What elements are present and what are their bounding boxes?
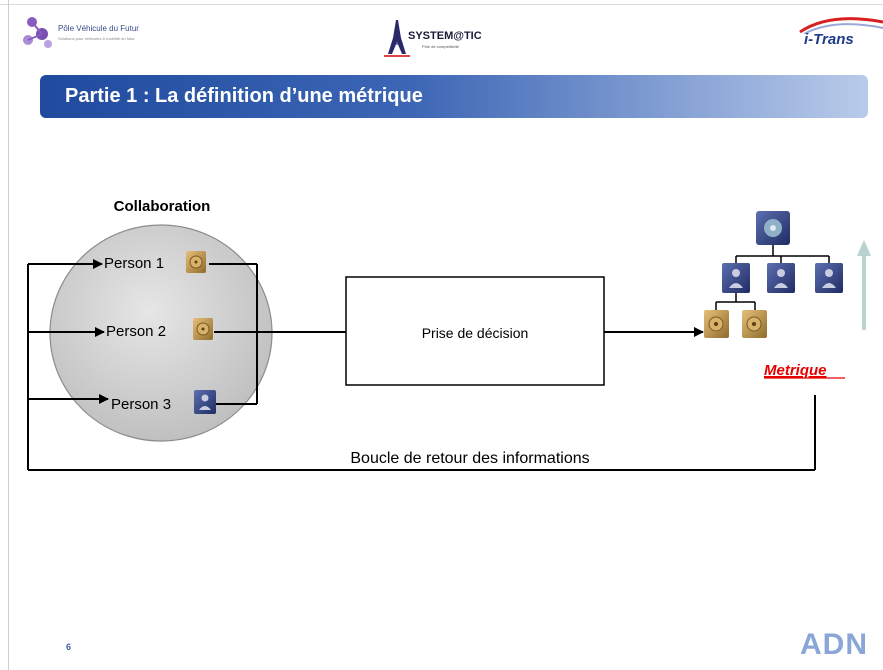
- slide-frame-left: [8, 0, 9, 670]
- systematic-logo-tagline: Pôle de compétitivité: [422, 44, 459, 49]
- slide-title: Partie 1 : La définition d’une métrique: [65, 85, 423, 107]
- slide-frame-top: [0, 4, 883, 5]
- person-2-label: Person 2: [106, 323, 166, 340]
- hierarchy-top-icon: [756, 211, 790, 245]
- adn-logo: ADN: [800, 628, 883, 666]
- decision-box: [345, 276, 605, 386]
- hierarchy-cd-icon-1: [704, 310, 729, 338]
- hierarchy-cd-icon-2: [742, 310, 767, 338]
- pvf-logo-icon: [23, 17, 52, 48]
- adn-logo-name: ADN: [800, 628, 868, 661]
- hierarchy-user-icon-2: [767, 263, 795, 293]
- metric-label: Metrique: [764, 362, 827, 379]
- slide-title-bar: Partie 1 : La définition d’une métrique: [40, 75, 868, 118]
- pvf-logo-name: Pôle Véhicule du Futur: [58, 24, 139, 33]
- eiffel-tower-icon: [384, 20, 410, 57]
- person-3-user-icon: [194, 390, 216, 414]
- itrans-logo-name: i-Trans: [804, 31, 854, 48]
- up-arrow-icon: [857, 240, 871, 330]
- systematic-logo: SYSTEM@TIC Pôle de compétitivité: [382, 18, 522, 58]
- page-number: 6: [66, 642, 72, 652]
- hierarchy-user-icon-1: [722, 263, 750, 293]
- swoosh-icon: [799, 17, 883, 34]
- decision-label: Prise de décision: [422, 325, 529, 341]
- itrans-logo: i-Trans: [790, 14, 883, 54]
- person-3-label: Person 3: [111, 396, 171, 413]
- pvf-logo: Pôle Véhicule du Futur Solutions pour vé…: [18, 12, 208, 52]
- feedback-label: Boucle de retour des informations: [350, 450, 589, 467]
- hierarchy-user-icon-3: [815, 263, 843, 293]
- pvf-logo-tagline: Solutions pour véhicules & mobilité du f…: [58, 36, 135, 41]
- systematic-logo-name: SYSTEM@TIC: [408, 30, 482, 42]
- person-1-label: Person 1: [104, 255, 164, 272]
- collaboration-label: Collaboration: [114, 198, 211, 215]
- person-1-cd-icon: [186, 251, 206, 273]
- person-2-cd-icon: [193, 318, 213, 340]
